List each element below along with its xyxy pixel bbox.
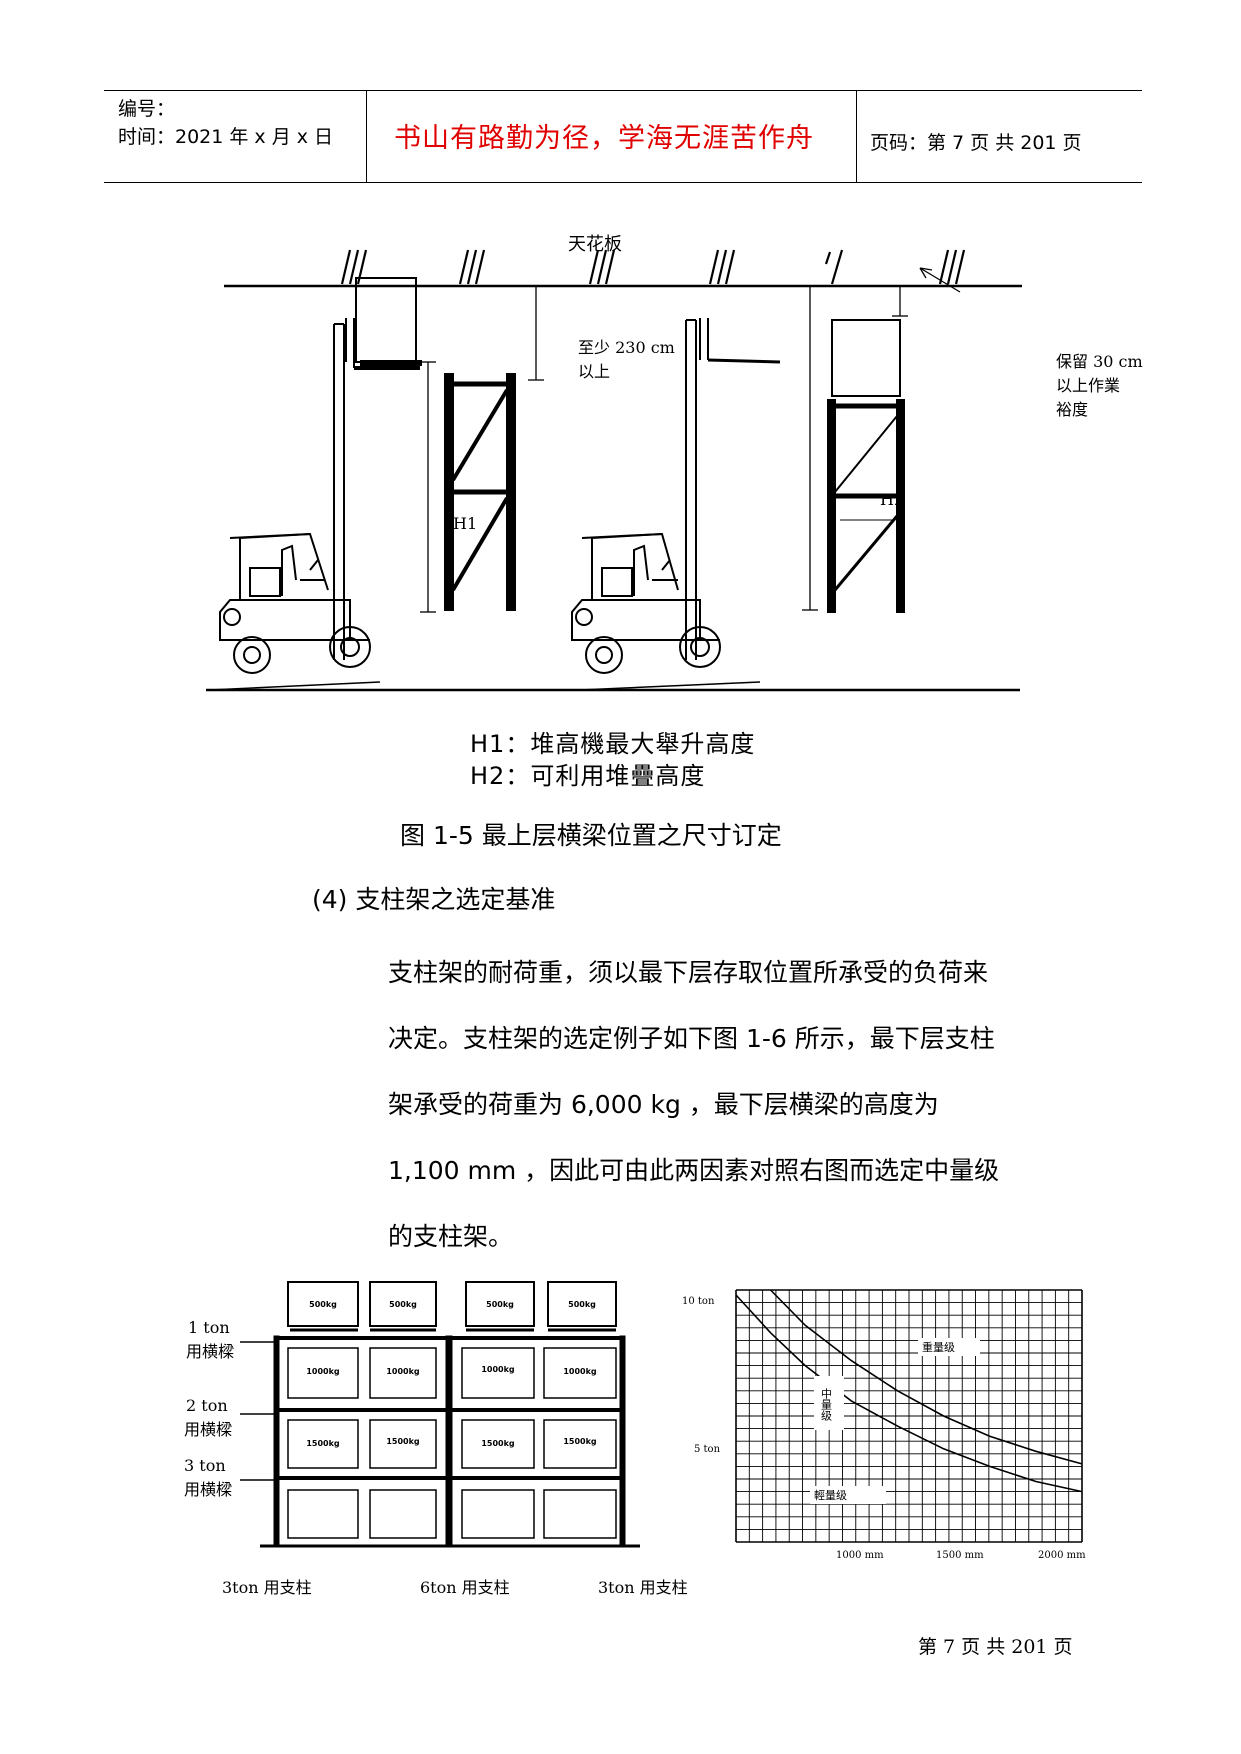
- chart-grid: [735, 1289, 1083, 1543]
- paragraph-line: 架承受的荷重为 6,000 kg ，最下层横梁的高度为: [388, 1090, 939, 1119]
- beam-label-1-line1: 1 ton: [188, 1318, 230, 1337]
- x-tick-label: 1500 mm: [936, 1550, 984, 1561]
- page-label: 页码：第 7 页 共 201 页: [870, 132, 1082, 154]
- beam-label-2-line1: 2 ton: [186, 1396, 228, 1415]
- legend-h2: H2：可利用堆疊高度: [470, 762, 706, 790]
- load-label-row3-4: 1500kg: [563, 1437, 597, 1446]
- load-label-top-2: 500kg: [389, 1300, 417, 1309]
- clearance-label-line2: 以上: [578, 362, 611, 381]
- load-label-top-1: 500kg: [309, 1300, 337, 1309]
- figure-caption: 图 1-5 最上层横梁位置之尺寸订定: [400, 821, 782, 850]
- load-label-row2-1: 1000kg: [306, 1367, 340, 1376]
- beam-label-3-line1: 3 ton: [184, 1456, 226, 1475]
- paragraph-line: 的支柱架。: [388, 1222, 514, 1251]
- y-tick-label: 10 ton: [682, 1296, 715, 1307]
- column-label-left: 3ton 用支柱: [222, 1578, 312, 1597]
- load-label-top-3: 500kg: [486, 1300, 514, 1309]
- date-label: 时间：2021 年 x 月 x 日: [118, 126, 334, 148]
- paragraph-line: 支柱架的耐荷重，须以最下层存取位置所承受的负荷来: [388, 958, 989, 987]
- load-label-row3-1: 1500kg: [306, 1439, 340, 1448]
- series-line-2: [735, 1294, 1083, 1493]
- margin-label-line3: 裕度: [1056, 400, 1089, 419]
- margin-label-line1: 保留 30 cm: [1056, 352, 1143, 371]
- header-motto: 书山有路勤为径，学海无涯苦作舟: [394, 123, 814, 154]
- clearance-label-line1: 至少 230 cm: [578, 338, 675, 357]
- header-bottom-rule: [104, 182, 1142, 183]
- x-tick-label: 2000 mm: [1038, 1550, 1086, 1561]
- load-label-top-4: 500kg: [568, 1300, 596, 1309]
- load-label-row2-2: 1000kg: [386, 1367, 420, 1376]
- beam-label-1-line2: 用横樑: [186, 1342, 235, 1361]
- column-label-right: 3ton 用支柱: [598, 1578, 688, 1597]
- header-divider-left: [366, 90, 367, 183]
- header-divider-right: [856, 90, 857, 183]
- region-label-medium: 中量级: [820, 1388, 833, 1422]
- x-tick-label: 1000 mm: [836, 1550, 884, 1561]
- paragraph-line: 1,100 mm ，因此可由此两因素对照右图而选定中量级: [388, 1156, 1000, 1185]
- serial-label: 编号：: [118, 98, 176, 120]
- margin-label-line2: 以上作業: [1056, 376, 1121, 395]
- header-top-rule: [104, 90, 1142, 91]
- beam-label-2-line2: 用横樑: [184, 1420, 233, 1439]
- page-footer: 第 7 页 共 201 页: [918, 1636, 1073, 1658]
- forklift-rack-diagram: [206, 249, 1022, 692]
- load-label-row2-3: 1000kg: [481, 1365, 515, 1374]
- paragraph-line: 决定。支柱架的选定例子如下图 1-6 所示，最下层支柱: [388, 1024, 995, 1053]
- load-label-row3-2: 1500kg: [386, 1437, 420, 1446]
- series-line-1: [770, 1289, 1083, 1465]
- legend-h1: H1：堆高機最大舉升高度: [470, 730, 756, 758]
- section-paragraph: 支柱架的耐荷重，须以最下层存取位置所承受的负荷来 决定。支柱架的选定例子如下图 …: [388, 940, 1088, 1270]
- beam-label-3-line2: 用横樑: [184, 1480, 233, 1499]
- chart-series: [735, 1289, 1083, 1493]
- column-label-center: 6ton 用支柱: [420, 1578, 510, 1597]
- y-tick-label: 5 ton: [694, 1444, 721, 1455]
- ceiling-label: 天花板: [568, 234, 622, 255]
- region-label-light: 輕量级: [814, 1489, 847, 1502]
- h2-label: H2: [880, 490, 905, 509]
- rack-selection-chart: 10 ton 5 ton 1000 mm 1500 mm 2000 mm 重量级…: [682, 1289, 1086, 1561]
- load-label-row3-3: 1500kg: [481, 1439, 515, 1448]
- load-label-row2-4: 1000kg: [563, 1367, 597, 1376]
- h1-label: H1: [453, 514, 478, 533]
- region-label-heavy: 重量级: [922, 1340, 955, 1354]
- rack-load-diagram: 500kg 500kg 500kg 500kg 1000kg 1000kg 10…: [240, 1281, 640, 1548]
- section-heading: (4) 支柱架之选定基准: [312, 885, 556, 914]
